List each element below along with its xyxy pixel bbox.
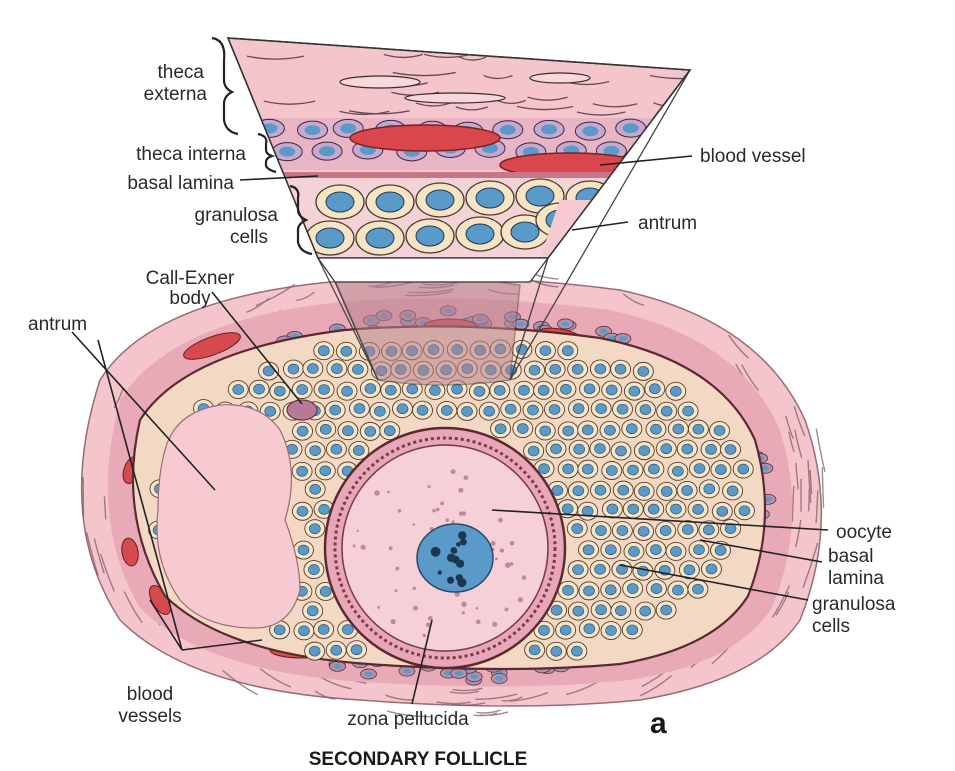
label-antrum-top: antrum	[638, 213, 697, 234]
label-call-exner-2: body	[169, 288, 211, 309]
label-basal-lamina-top: basal lamina	[127, 173, 234, 194]
label-basal-lamina-right-2: lamina	[828, 568, 884, 589]
label-theca-interna: theca interna	[136, 144, 246, 165]
label-granulosa-right: granulosa	[812, 594, 896, 615]
label-granulosa-top: granulosa	[195, 205, 279, 226]
label-theca-externa-2: externa	[144, 84, 208, 105]
label-blood-vessels: blood	[127, 684, 174, 705]
antrum-cavity	[157, 405, 300, 628]
magnified-wedge	[200, 38, 720, 282]
panel-letter: a	[650, 707, 667, 740]
label-zona-pellucida: zona pellucida	[347, 709, 469, 730]
label-oocyte: oocyte	[836, 522, 892, 543]
label-antrum-left: antrum	[28, 314, 87, 335]
caption: SECONDARY FOLLICLE	[309, 749, 528, 770]
label-basal-lamina-right: basal	[828, 546, 873, 567]
label-granulosa-right-2: cells	[812, 616, 850, 637]
label-blood-vessel: blood vessel	[700, 146, 806, 167]
label-call-exner: Call-Exner	[146, 268, 235, 289]
label-granulosa-top-2: cells	[230, 227, 268, 248]
label-blood-vessels-2: vessels	[118, 706, 181, 727]
label-theca-externa: theca	[158, 62, 205, 83]
oocyte	[325, 428, 565, 668]
